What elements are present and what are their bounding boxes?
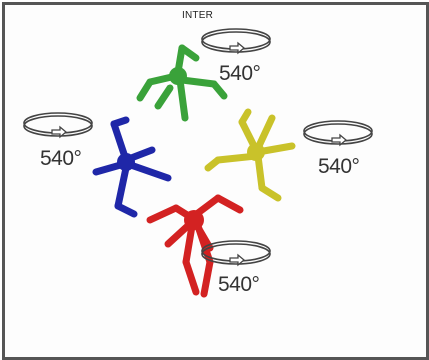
- rotation-label-top: 540°: [219, 62, 261, 85]
- rotation-arrow-icon: [201, 28, 271, 54]
- rotation-arrow-icon: [23, 112, 93, 138]
- green-figure: [136, 44, 228, 122]
- diagram-title: INTER: [182, 10, 213, 21]
- rotation-label-left: 540°: [40, 147, 82, 170]
- rotation-label-right: 540°: [318, 155, 360, 178]
- rotation-arrow-icon: [201, 240, 271, 266]
- blue-figure: [92, 116, 172, 218]
- yellow-figure: [204, 108, 296, 202]
- rotation-label-bottom: 540°: [218, 273, 260, 296]
- rotation-arrow-icon: [303, 120, 373, 146]
- red-figure: [146, 194, 244, 298]
